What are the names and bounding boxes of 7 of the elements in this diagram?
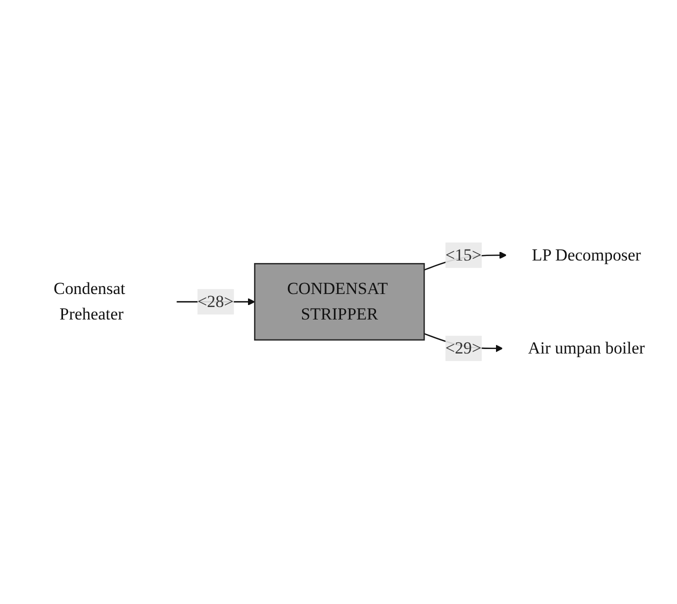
- node-box: CONDENSAT STRIPPER: [254, 263, 425, 341]
- edge-label: <28>: [197, 292, 234, 312]
- node-text: Air umpan boiler: [528, 339, 645, 358]
- node-text: Condensat Preheater: [54, 280, 126, 324]
- node-text: LP Decomposer: [532, 246, 641, 265]
- edge-label: <29>: [445, 339, 482, 358]
- edge-label: <15>: [445, 246, 482, 265]
